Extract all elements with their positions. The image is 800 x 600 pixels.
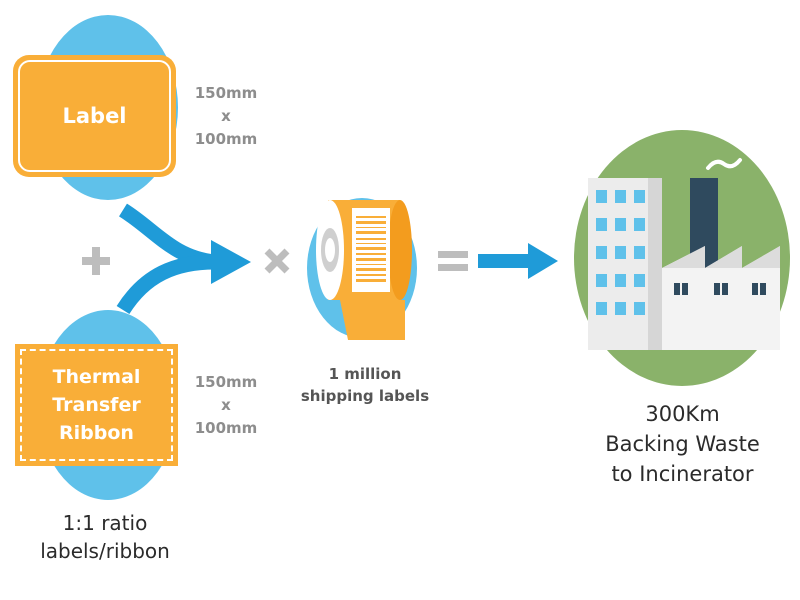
ratio-caption-line1: 1:1 ratio — [62, 511, 148, 535]
ribbon-card: Thermal Transfer Ribbon — [15, 344, 178, 466]
result-caption-line2: Backing Waste — [605, 432, 760, 456]
ribbon-times: x — [221, 396, 231, 414]
ribbon-card-line2: Transfer — [52, 394, 141, 416]
result-caption: 300Km Backing Waste to Incinerator — [570, 399, 795, 489]
ribbon-card-line3: Ribbon — [59, 422, 134, 444]
arrow-right-icon — [478, 243, 558, 279]
label-width: 150mm — [194, 84, 258, 102]
label-card: Label — [13, 55, 176, 177]
label-height: 100mm — [194, 130, 258, 148]
label-card-text: Label — [62, 104, 127, 128]
ribbon-card-line1: Thermal — [52, 366, 141, 388]
plus-icon — [82, 247, 110, 275]
ribbon-width: 150mm — [194, 373, 258, 391]
label-roll-icon — [307, 198, 417, 340]
multiply-icon — [264, 248, 290, 274]
ribbon-height: 100mm — [194, 419, 258, 437]
label-card-inner-border — [18, 60, 171, 172]
label-dimensions: 150mm x 100mm — [186, 82, 266, 151]
ribbon-dimensions: 150mm x 100mm — [186, 371, 266, 440]
roll-caption-line1: 1 million — [328, 365, 402, 383]
roll-caption: 1 million shipping labels — [290, 363, 440, 407]
label-times: x — [221, 107, 231, 125]
factory-icon — [574, 130, 790, 386]
result-caption-line1: 300Km — [645, 402, 720, 426]
result-caption-line3: to Incinerator — [611, 462, 754, 486]
equals-icon — [438, 251, 468, 271]
ratio-caption: 1:1 ratio labels/ribbon — [10, 509, 200, 565]
smoke-icon — [706, 158, 742, 170]
roll-caption-line2: shipping labels — [300, 387, 430, 405]
curved-arrow-icon — [116, 203, 251, 315]
ratio-caption-line2: labels/ribbon — [40, 539, 170, 563]
ribbon-card-dashed-border — [20, 349, 173, 461]
